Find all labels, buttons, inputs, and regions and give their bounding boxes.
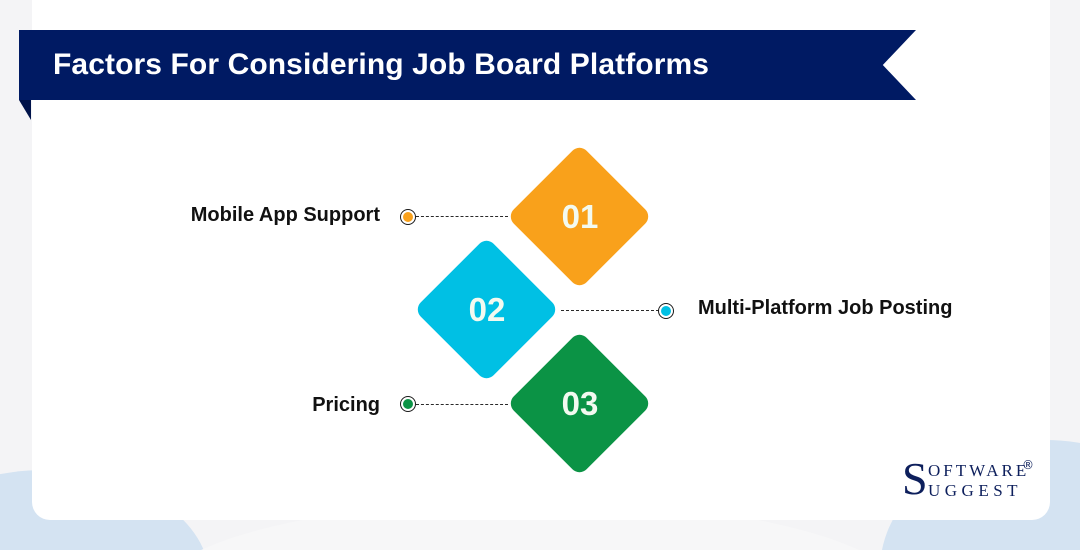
connector-02 (561, 310, 659, 311)
logo-initial: S (902, 453, 928, 504)
factor-number-01: 01 (561, 198, 599, 235)
bullet-dot-fill-03 (403, 399, 413, 409)
factor-number-03: 03 (561, 385, 599, 422)
bullet-dot-02 (658, 303, 674, 319)
factor-label-02: Multi-Platform Job Posting (698, 297, 953, 319)
title-banner (19, 30, 916, 100)
factor-label-01: Mobile App Support (190, 204, 380, 226)
banner-fold (19, 100, 31, 120)
connector-03 (416, 404, 508, 405)
factor-number-02: 02 (468, 291, 506, 328)
registered-mark-icon: ® (1022, 458, 1034, 472)
bullet-dot-01 (400, 209, 416, 225)
connector-01 (416, 216, 508, 217)
bullet-dot-fill-01 (403, 212, 413, 222)
bullet-dot-fill-02 (661, 306, 671, 316)
logo-line-2: uggest (928, 481, 1023, 500)
page-title: Factors For Considering Job Board Platfo… (53, 48, 710, 81)
logo-line-1: oftware (928, 461, 1030, 480)
softwaresuggest-logo: S oftware uggest ® (902, 453, 1042, 504)
factor-label-03: Pricing (312, 394, 380, 416)
bullet-dot-03 (400, 396, 416, 412)
